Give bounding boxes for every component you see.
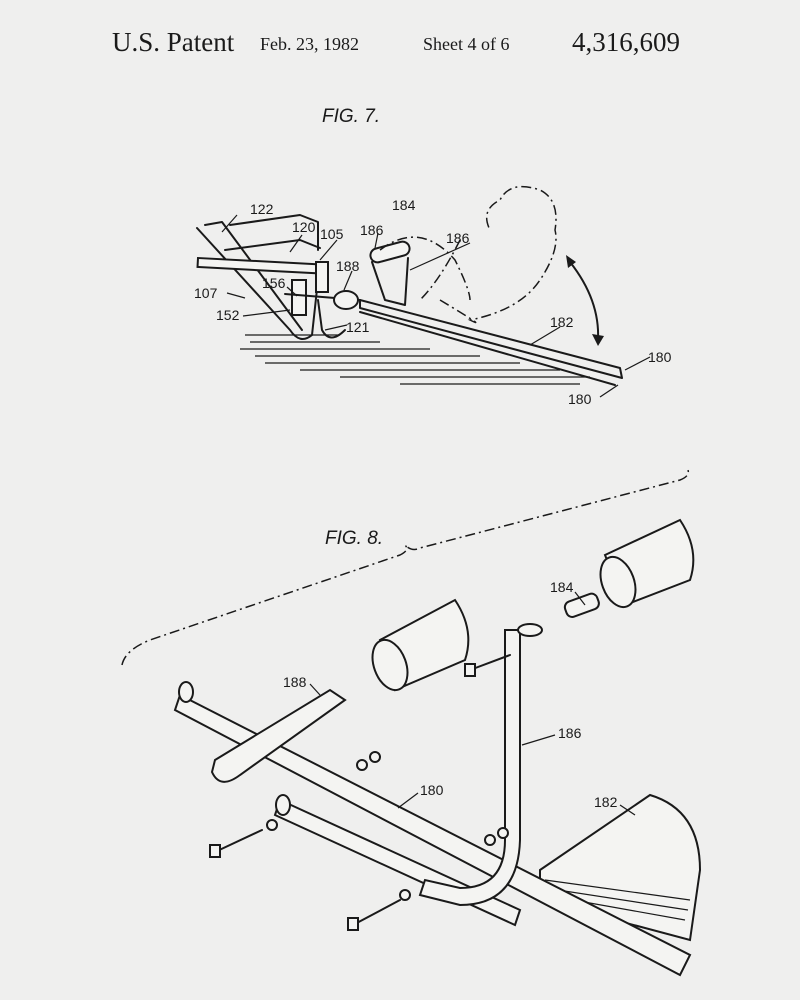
fig8-title: FIG. 8. xyxy=(325,528,383,549)
ref-180: 180 xyxy=(648,349,672,365)
strap xyxy=(210,688,347,783)
ref-186-b: 186 xyxy=(446,230,470,246)
assembly-bracket xyxy=(121,469,690,666)
patent-label: U.S. Patent xyxy=(112,27,235,57)
roller-pad xyxy=(369,240,411,264)
fig7-title: FIG. 7. xyxy=(322,106,380,127)
user-silhouette xyxy=(379,185,557,324)
ref-180: 180 xyxy=(420,782,444,798)
ref-180-b: 180 xyxy=(568,391,592,407)
ref-107: 107 xyxy=(194,285,218,301)
ref-105: 105 xyxy=(320,226,344,242)
figure-8: FIG. 8. xyxy=(121,469,702,977)
frame-tube xyxy=(196,227,319,340)
foam-pad-right xyxy=(599,518,695,609)
ref-122: 122 xyxy=(250,201,274,217)
patent-number: 4,316,609 xyxy=(572,27,680,57)
ref-152: 152 xyxy=(216,307,240,323)
cross-tube xyxy=(173,693,692,977)
support-bar xyxy=(418,629,521,907)
motion-arrow xyxy=(569,261,600,341)
ground-hatching xyxy=(240,334,590,385)
ref-120: 120 xyxy=(292,219,316,235)
patent-date: Feb. 23, 1982 xyxy=(260,34,359,54)
ref-184: 184 xyxy=(550,579,574,595)
ref-186: 186 xyxy=(360,222,384,238)
incline-board xyxy=(359,299,623,379)
foam-pad-left xyxy=(371,598,470,692)
fig7-labels: 122 120 105 186 184 186 188 156 107 152 … xyxy=(194,197,672,407)
ref-188: 188 xyxy=(283,674,307,690)
ref-188: 188 xyxy=(336,258,360,274)
fig8-labels: 184 188 186 180 182 xyxy=(283,579,618,810)
ref-182: 182 xyxy=(594,794,618,810)
figure-7: FIG. 7. xyxy=(194,106,672,407)
ref-121: 121 xyxy=(346,319,370,335)
sheet-number: Sheet 4 of 6 xyxy=(423,34,510,54)
ref-182: 182 xyxy=(550,314,574,330)
ref-184: 184 xyxy=(392,197,416,213)
bolts xyxy=(209,654,511,931)
roller-sleeve xyxy=(563,592,600,618)
ref-186: 186 xyxy=(558,725,582,741)
ref-156: 156 xyxy=(262,275,286,291)
